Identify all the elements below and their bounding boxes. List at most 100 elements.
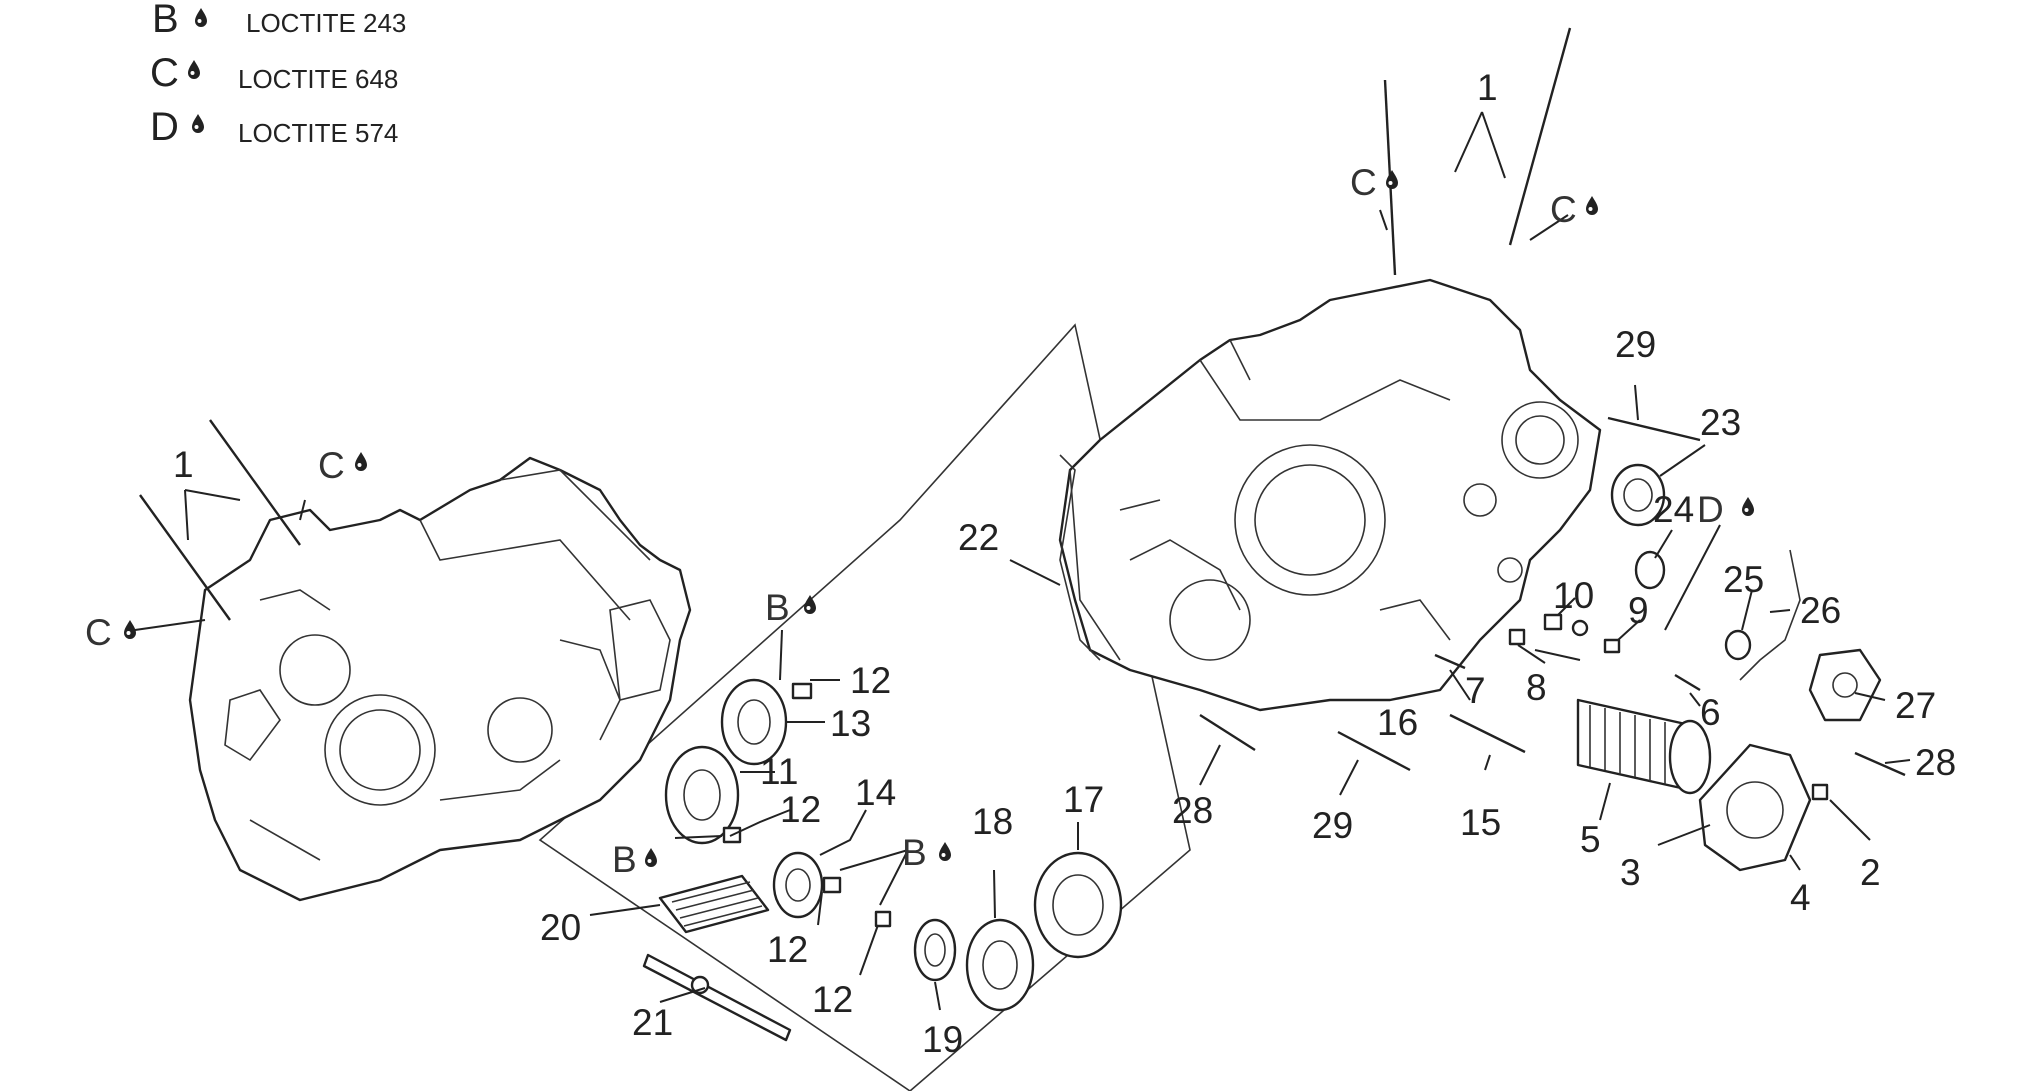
plug xyxy=(1543,613,1563,631)
bolt xyxy=(1854,751,1906,777)
legend-text: LOCTITE 648 xyxy=(238,64,398,94)
legend-letter: D xyxy=(150,105,179,149)
oil-drop-icon xyxy=(188,60,200,79)
parts-group-outline xyxy=(538,323,1191,1091)
part-number-26: 26 xyxy=(1800,590,1841,631)
screw xyxy=(874,910,892,928)
part-number-13: 13 xyxy=(830,703,871,744)
legend-text: LOCTITE 574 xyxy=(238,118,398,148)
left-small-parts xyxy=(642,678,1123,1042)
bolt xyxy=(1434,653,1466,670)
part-number-25: 25 xyxy=(1723,559,1764,600)
part-number-5: 5 xyxy=(1580,819,1601,860)
right-studs xyxy=(1383,27,1572,276)
part-number-7: 7 xyxy=(1465,670,1486,711)
pressure-switch xyxy=(1808,648,1882,722)
loctite-callout-c: C xyxy=(1350,162,1377,203)
part-number-12: 12 xyxy=(850,660,891,701)
bearing xyxy=(772,851,824,919)
loctite-callout-b: B xyxy=(765,587,790,628)
part-number-22: 22 xyxy=(958,517,999,558)
legend-letter: B xyxy=(152,0,179,41)
part-number-28: 28 xyxy=(1915,742,1956,783)
part-number-23: 23 xyxy=(1700,402,1741,443)
oil-drop-icon xyxy=(1742,497,1754,516)
oil-drop-icon xyxy=(355,452,367,471)
shaft xyxy=(642,953,792,1042)
legend: B LOCTITE 243 C LOCTITE 648 D LOCTITE 57… xyxy=(150,0,406,149)
part-number-8: 8 xyxy=(1526,667,1547,708)
part-number-24: 24 xyxy=(1653,489,1694,530)
stud xyxy=(1508,27,1572,246)
legend-row-b: B LOCTITE 243 xyxy=(152,0,406,41)
part-number-27: 27 xyxy=(1895,685,1936,726)
part-number-1: 1 xyxy=(173,444,194,485)
legend-text: LOCTITE 243 xyxy=(246,8,406,38)
legend-row-d: D LOCTITE 574 xyxy=(150,105,398,149)
part-number-12: 12 xyxy=(812,979,853,1020)
part-number-14: 14 xyxy=(855,772,896,813)
screw xyxy=(1603,638,1621,654)
washer xyxy=(1724,629,1752,661)
oil-drop-icon xyxy=(939,842,951,861)
screw xyxy=(1508,628,1526,646)
part-number-6: 6 xyxy=(1700,692,1721,733)
part-number-1: 1 xyxy=(1477,67,1498,108)
washer xyxy=(1571,619,1589,637)
screw xyxy=(1811,783,1829,801)
loctite-callout-c: C xyxy=(1550,189,1577,230)
bearing xyxy=(664,745,740,845)
oil-drop-icon xyxy=(124,620,136,639)
part-number-17: 17 xyxy=(1063,779,1104,820)
loctite-callouts: C C B B B C C D xyxy=(85,162,1754,880)
leader-lines xyxy=(134,111,1911,1011)
oil-drop-icon xyxy=(195,8,207,27)
part-number-10: 10 xyxy=(1553,575,1594,616)
seal xyxy=(1610,463,1666,527)
right-small-parts xyxy=(1059,416,1906,872)
legend-row-c: C LOCTITE 648 xyxy=(150,51,398,95)
left-crankcase xyxy=(188,456,692,902)
right-crankcase xyxy=(1058,278,1602,712)
part-number-16: 16 xyxy=(1377,702,1418,743)
screw xyxy=(822,876,842,894)
gasket xyxy=(1739,549,1801,681)
loctite-callout-c: C xyxy=(318,445,345,486)
filter-cover xyxy=(1698,743,1812,872)
loctite-callout-b: B xyxy=(902,832,927,873)
oil-drop-icon xyxy=(645,848,657,867)
seal xyxy=(913,918,957,982)
part-number-20: 20 xyxy=(540,907,581,948)
part-number-19: 19 xyxy=(922,1019,963,1060)
stud xyxy=(139,494,231,621)
part-number-2: 2 xyxy=(1860,852,1881,893)
washer xyxy=(1634,550,1666,590)
part-number-11: 11 xyxy=(760,751,798,792)
bolt xyxy=(1449,713,1526,754)
bolt xyxy=(1607,416,1701,442)
part-number-15: 15 xyxy=(1460,802,1501,843)
part-number-29: 29 xyxy=(1615,324,1656,365)
loctite-callout-c: C xyxy=(85,612,112,653)
bolt xyxy=(1337,730,1411,772)
part-number-4: 4 xyxy=(1790,877,1811,918)
oil-drop-icon xyxy=(804,595,816,614)
screw xyxy=(791,682,813,700)
part-number-12: 12 xyxy=(767,929,808,970)
oil-drop-icon xyxy=(1386,170,1398,189)
bolt xyxy=(1674,673,1701,692)
bearing xyxy=(1033,851,1123,959)
oil-drop-icon xyxy=(1586,196,1598,215)
oil-strainer xyxy=(658,874,770,934)
loctite-callout-b: B xyxy=(612,839,637,880)
gasket xyxy=(1059,454,1101,661)
bearing xyxy=(965,918,1035,1012)
stud xyxy=(209,419,301,546)
part-number-12: 12 xyxy=(780,789,821,830)
part-number-3: 3 xyxy=(1620,852,1641,893)
part-number-9: 9 xyxy=(1628,590,1649,631)
part-number-21: 21 xyxy=(632,1002,673,1043)
loctite-callout-d: D xyxy=(1697,489,1724,530)
part-number-29: 29 xyxy=(1312,805,1353,846)
